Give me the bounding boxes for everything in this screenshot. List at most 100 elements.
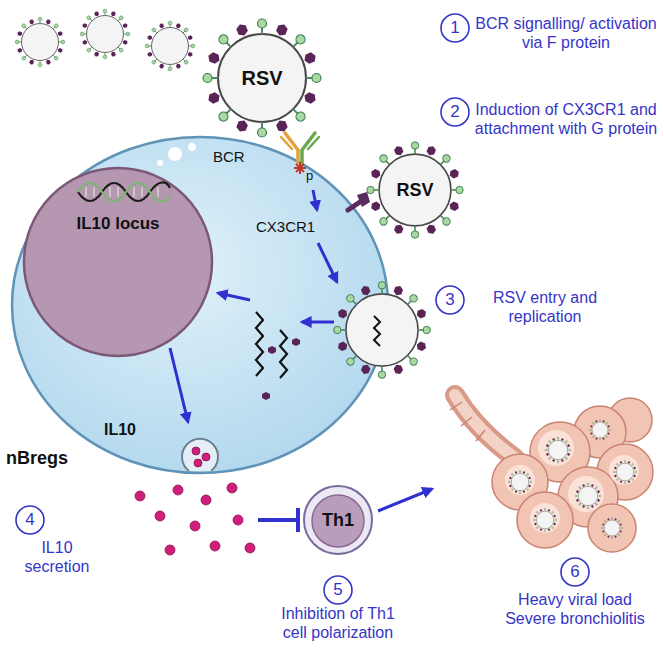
drawing-line bbox=[461, 417, 472, 426]
bcr-receptor bbox=[281, 133, 319, 163]
nucleus-shape bbox=[23, 167, 213, 357]
drawing-polygon bbox=[268, 346, 276, 354]
drawing-circle bbox=[441, 14, 469, 42]
drawing-g bbox=[157, 143, 196, 166]
b-cell: nBregs IL10 locus bbox=[10, 135, 390, 475]
drawing-line bbox=[133, 187, 134, 197]
drawing-line bbox=[450, 402, 462, 410]
drawing-circle bbox=[227, 483, 237, 493]
drawing-circle bbox=[436, 286, 464, 314]
drawing-use bbox=[575, 483, 601, 509]
drawing-use bbox=[334, 282, 431, 379]
drawing-circle bbox=[609, 455, 639, 485]
drawing-circle bbox=[188, 143, 196, 151]
drawing-g bbox=[505, 430, 639, 533]
drawing-line bbox=[157, 187, 158, 197]
drawing-line bbox=[302, 321, 334, 324]
callout-text: IL10 secretion bbox=[12, 538, 102, 576]
drawing-path bbox=[280, 330, 287, 378]
drawing-g bbox=[262, 338, 300, 400]
drawing-line bbox=[85, 187, 86, 197]
lung-alveoli bbox=[450, 395, 653, 552]
drawing-line bbox=[296, 164, 304, 172]
drawing-line bbox=[318, 243, 337, 282]
drawing-polygon bbox=[262, 392, 270, 400]
drawing-line bbox=[117, 187, 118, 197]
callout-text: BCR signalling/ activation via F protein bbox=[474, 14, 658, 52]
drawing-g bbox=[192, 447, 210, 467]
free-viruses bbox=[15, 9, 195, 71]
drawing-circle bbox=[441, 98, 469, 126]
dna-helix bbox=[78, 182, 170, 201]
drawing-use bbox=[367, 142, 463, 238]
drawing-path bbox=[374, 316, 380, 346]
drawing-line bbox=[141, 187, 142, 197]
callout-text: Heavy viral load Severe bronchiolitis bbox=[495, 590, 655, 628]
drawing-use bbox=[601, 517, 622, 538]
callout-number: 6 bbox=[561, 558, 589, 586]
drawing-line bbox=[170, 348, 188, 422]
drawing-line bbox=[296, 508, 300, 532]
virus-particle: RSV bbox=[366, 141, 464, 239]
drawing-circle bbox=[194, 459, 202, 467]
drawing-circle bbox=[304, 486, 372, 554]
drawing-circle bbox=[561, 558, 589, 586]
drawing-circle bbox=[568, 476, 604, 512]
drawing-g bbox=[86, 187, 158, 197]
drawing-circle bbox=[190, 521, 200, 531]
callout-text: RSV entry and replication bbox=[480, 288, 610, 326]
drawing-path bbox=[348, 202, 360, 210]
drawing-polygon bbox=[292, 338, 300, 346]
il10-molecules bbox=[135, 483, 255, 555]
drawing-path bbox=[357, 192, 370, 207]
callout-number: 1 bbox=[441, 14, 469, 42]
virus-label: RSV bbox=[241, 67, 282, 90]
drawing-path bbox=[455, 395, 515, 458]
drawing-ellipse bbox=[12, 137, 388, 473]
drawing-circle bbox=[517, 492, 573, 548]
callout-number: 4 bbox=[16, 506, 44, 534]
drawing-path bbox=[256, 312, 263, 376]
drawing-circle bbox=[210, 541, 220, 551]
drawing-use bbox=[545, 437, 571, 463]
drawing-line bbox=[93, 187, 94, 197]
vesicle bbox=[182, 439, 218, 471]
drawing-use bbox=[613, 460, 637, 484]
drawing-path bbox=[78, 182, 170, 201]
arrow bbox=[378, 489, 432, 511]
drawing-use bbox=[508, 470, 532, 494]
drawing-line bbox=[258, 518, 296, 522]
virus-label: RSV bbox=[396, 180, 433, 201]
drawing-circle bbox=[245, 543, 255, 553]
drawing-circle bbox=[202, 453, 210, 461]
callout-text: Inhibition of Th1 cell polarization bbox=[268, 604, 408, 642]
cx3cr1-receptor bbox=[348, 192, 370, 210]
drawing-circle bbox=[233, 515, 243, 525]
drawing-path bbox=[455, 395, 515, 458]
callout-number: 5 bbox=[324, 576, 352, 604]
drawing-path bbox=[281, 137, 292, 149]
callout-number: 3 bbox=[436, 286, 464, 314]
cell-nucleus: IL10 locus bbox=[23, 167, 213, 357]
drawing-ellipse bbox=[24, 168, 212, 356]
drawing-circle bbox=[16, 506, 44, 534]
drawing-path bbox=[308, 137, 319, 149]
drawing-circle bbox=[588, 504, 636, 552]
drawing-circle bbox=[538, 430, 574, 466]
receptor-label: CX3CR1 bbox=[256, 218, 315, 236]
drawing-line bbox=[296, 164, 304, 172]
drawing-line bbox=[218, 293, 250, 300]
drawing-circle bbox=[173, 485, 183, 495]
drawing-circle bbox=[505, 465, 535, 495]
drawing-use bbox=[80, 9, 130, 59]
drawing-circle bbox=[324, 576, 352, 604]
callout-text: Induction of CX3CR1 and attachment with … bbox=[474, 100, 658, 138]
locus-label: IL10 locus bbox=[76, 214, 159, 234]
phospho-mark bbox=[294, 162, 306, 174]
cytokine-label: IL10 bbox=[104, 420, 136, 439]
virus-particle: RSV bbox=[202, 18, 322, 138]
drawing-line bbox=[109, 187, 110, 197]
drawing-use bbox=[145, 21, 195, 71]
drawing-g bbox=[492, 398, 653, 552]
phospho-label: p bbox=[306, 168, 313, 184]
